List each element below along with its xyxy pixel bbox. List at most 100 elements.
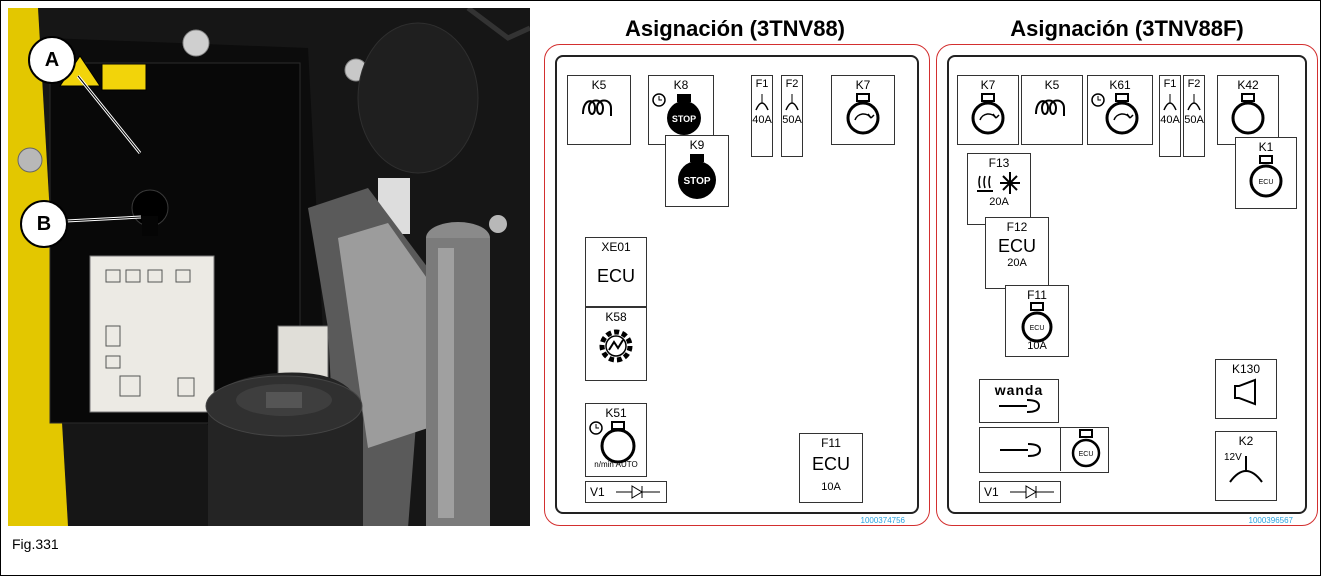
- diode-v1: V1: [979, 481, 1061, 503]
- fuse-f1-label: F1: [755, 78, 769, 90]
- fuse-f2-amp: 50A: [782, 114, 802, 126]
- fuse-f2: F2 50A: [781, 75, 803, 157]
- fuse-f13-label: F13: [988, 156, 1010, 170]
- timer-stop-solenoid-icon: STOP: [652, 93, 701, 135]
- callout-a: A: [28, 36, 76, 84]
- panel-1: 1000374756 K5 K8 STOP K9 STOP F1 40A F2 …: [544, 44, 930, 526]
- ecu-mark: ECU: [1030, 325, 1045, 332]
- relay-k8: K8 STOP: [648, 75, 714, 145]
- connector-xe01-label: XE01: [601, 240, 631, 254]
- diode-v1-label: V1: [590, 485, 605, 499]
- fuse-f1: F1 40A: [751, 75, 773, 157]
- timer-starter-icon: [1091, 93, 1139, 135]
- fuse-f12: F12 ECU 20A: [985, 217, 1049, 289]
- stop-solenoid-icon: STOP: [678, 154, 716, 199]
- relay-k7-label: K7: [855, 78, 871, 92]
- ecu-mark: ECU: [1078, 451, 1093, 458]
- ecu-subbox: ECU: [1060, 427, 1107, 471]
- panel-1-title: Asignación (3TNV88): [624, 16, 846, 41]
- ecu-mark: ECU: [1259, 179, 1274, 186]
- relay-k51-text: n/min AUTO: [594, 460, 638, 469]
- relay-k58-label: K58: [605, 310, 627, 324]
- heat-snowflake-icon: [977, 172, 1020, 194]
- relay-k9-label: K9: [689, 138, 705, 152]
- fuse-f11-amp: 10A: [821, 481, 841, 493]
- wanda-connector: wanda: [979, 379, 1059, 423]
- relay-k9: K9 STOP: [665, 135, 729, 207]
- connector-xe01: XE01 ECU: [585, 237, 647, 307]
- relay-k130-label: K130: [1231, 362, 1261, 376]
- fuse-12v-icon: [755, 94, 769, 111]
- starter-solenoid-icon: [971, 93, 1005, 135]
- relay-k42: K42: [1217, 75, 1279, 145]
- relay-k1: K1 ECU: [1235, 137, 1297, 209]
- glow-coil-icon: [582, 99, 612, 116]
- relay-k130: K130: [1215, 359, 1277, 419]
- k2-voltage: 12V: [1224, 452, 1242, 463]
- fuse-f1-amp: 40A: [1160, 114, 1180, 126]
- fuse-12v-icon: [1187, 94, 1201, 111]
- relay-k5-label: K5: [591, 78, 607, 92]
- relay-k61-label: K61: [1109, 78, 1131, 92]
- callout-b: B: [20, 200, 68, 248]
- relay-k2: K2 12V: [1215, 431, 1277, 501]
- diode-v1: V1: [585, 481, 667, 503]
- relay-k5-label: K5: [1044, 78, 1060, 92]
- fuse-f13: F13 20A: [967, 153, 1031, 225]
- relay-k51: K51 n/min AUTO: [585, 403, 647, 477]
- fuse-f2-label: F2: [1187, 78, 1201, 90]
- relay-k5: K5: [567, 75, 631, 145]
- diode-icon: [616, 485, 660, 499]
- ecu-solenoid-icon: ECU: [1071, 429, 1100, 468]
- relay-k7: K7: [831, 75, 895, 145]
- ecu-solenoid-icon: ECU: [1249, 155, 1283, 198]
- relay-k8-label: K8: [673, 78, 689, 92]
- timer-engine-icon: [589, 421, 636, 464]
- engine-photo-illustration: [8, 8, 530, 526]
- fuse-f11: F11 ECU 10A: [1005, 285, 1069, 357]
- solenoid-icon: [1231, 93, 1265, 135]
- fuse-12v-icon: [1163, 94, 1177, 111]
- panel-1-code: 1000374756: [860, 516, 906, 525]
- relay-k2-label: K2: [1238, 434, 1254, 448]
- relay-k58: K58: [585, 307, 647, 381]
- diode-icon: [1010, 485, 1054, 499]
- fuse-f11-label: F11: [821, 436, 841, 450]
- fuse-f1-amp: 40A: [752, 114, 772, 126]
- fuse-f11-amp: 10A: [1027, 340, 1047, 352]
- stop-label: STOP: [683, 176, 710, 187]
- fuse-f2: F2 50A: [1183, 75, 1205, 157]
- glow-coil-icon: [1035, 99, 1065, 116]
- diode-v1-label: V1: [984, 485, 999, 499]
- relay-k7-label: K7: [980, 78, 996, 92]
- horn-icon: [1234, 378, 1256, 406]
- relay-k7: K7: [957, 75, 1019, 145]
- connector-xe01-text: ECU: [596, 266, 635, 286]
- relay-k42-label: K42: [1237, 78, 1259, 92]
- transmission-gear-icon: [599, 329, 633, 363]
- relay-k1-label: K1: [1258, 140, 1274, 154]
- wrench-icon: [999, 399, 1041, 413]
- panel-2-code: 1000396567: [1248, 516, 1294, 525]
- fuse-f1-label: F1: [1163, 78, 1177, 90]
- panel-2: 1000396567 K7 K5 K61 F1 40A F2 50A K42: [936, 44, 1318, 526]
- fuse-f11: F11 ECU 10A: [799, 433, 863, 503]
- fuse-f12-amp: 20A: [1007, 257, 1027, 269]
- fuse-f11-label: F11: [1027, 288, 1047, 302]
- diagnostic-connector: ECU: [979, 427, 1109, 473]
- relay-k5: K5: [1021, 75, 1083, 145]
- fuse-f12-label: F12: [1006, 220, 1028, 234]
- fuse-12v-icon: 12V: [1224, 452, 1263, 483]
- ecu-solenoid-icon: ECU: [1021, 302, 1053, 343]
- stop-label: STOP: [672, 114, 696, 124]
- fuse-f12-text: ECU: [997, 236, 1036, 256]
- relay-k61: K61: [1087, 75, 1153, 145]
- fuse-f2-amp: 50A: [1184, 114, 1204, 126]
- fuse-f13-amp: 20A: [989, 196, 1009, 208]
- relay-k51-label: K51: [605, 406, 627, 420]
- engine-photo: A B: [8, 8, 530, 526]
- fuse-f1: F1 40A: [1159, 75, 1181, 157]
- fuse-f2-label: F2: [785, 78, 799, 90]
- panel-2-title: Asignación (3TNV88F): [1010, 16, 1244, 41]
- fuse-12v-icon: [785, 94, 799, 111]
